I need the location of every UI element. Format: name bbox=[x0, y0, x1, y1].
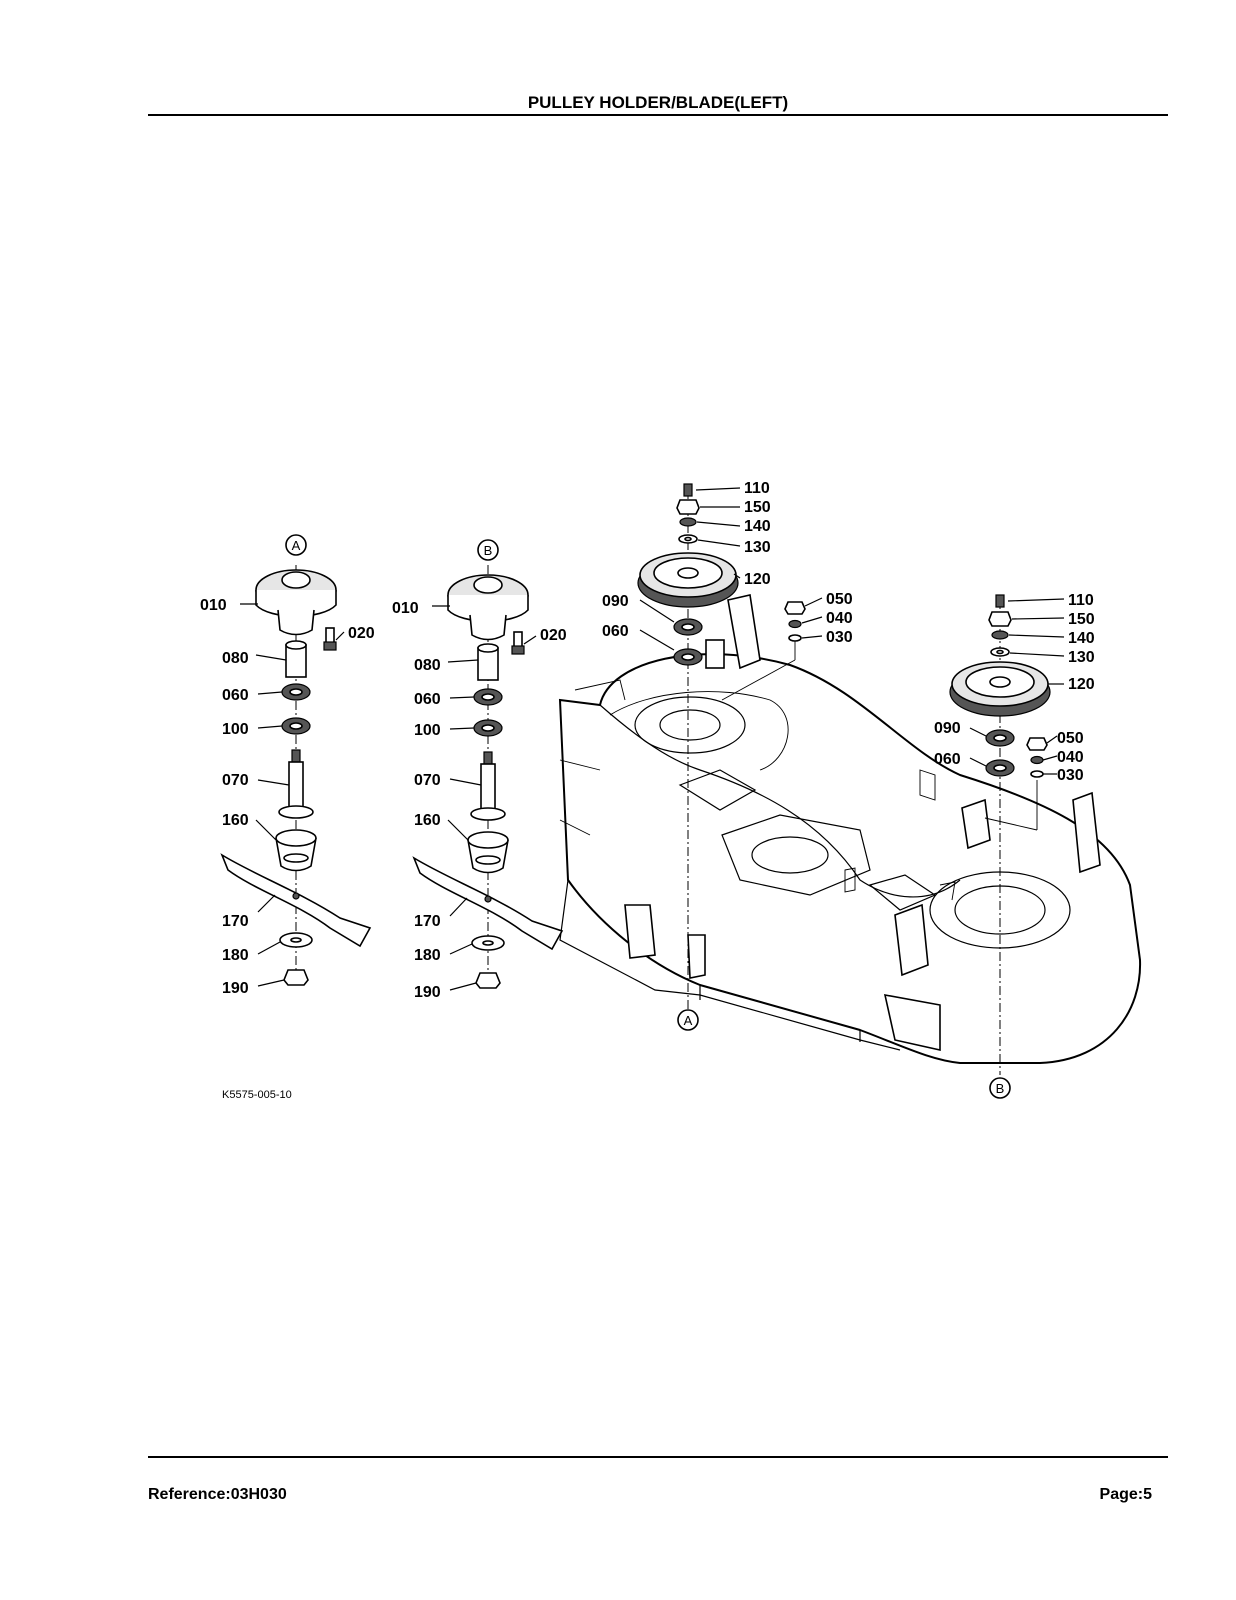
callout-c-060: 060 bbox=[602, 623, 629, 640]
callout-a-160: 160 bbox=[222, 812, 249, 829]
callout-d-110: 110 bbox=[1068, 592, 1094, 609]
assembly-b bbox=[412, 539, 564, 991]
mower-deck bbox=[558, 594, 1142, 1064]
callout-a-190: 190 bbox=[222, 980, 249, 997]
assembly-d bbox=[949, 594, 1065, 1099]
callouts-b: 010 020 080 060 100 070 160 170 180 190 bbox=[392, 600, 567, 1001]
callout-d-140: 140 bbox=[1068, 630, 1095, 647]
figure-code: K5575-005-10 bbox=[222, 1089, 292, 1101]
callout-a-060: 060 bbox=[222, 687, 249, 704]
callout-c-130: 130 bbox=[744, 539, 771, 556]
callout-c-150: 150 bbox=[744, 499, 771, 516]
callout-a-080: 080 bbox=[222, 650, 249, 667]
marker-a-deck: A bbox=[684, 1013, 693, 1028]
header-rule bbox=[148, 114, 1168, 116]
callout-c-110: 110 bbox=[744, 480, 770, 497]
callout-d-130: 130 bbox=[1068, 649, 1095, 666]
assembly-a bbox=[220, 534, 372, 987]
callout-b-060: 060 bbox=[414, 691, 441, 708]
callout-c-120: 120 bbox=[744, 571, 771, 588]
view-markers: A B A B bbox=[292, 538, 1005, 1096]
page-title: PULLEY HOLDER/BLADE(LEFT) bbox=[527, 93, 789, 112]
callout-a-180: 180 bbox=[222, 947, 249, 964]
callout-a-170: 170 bbox=[222, 913, 249, 930]
callout-c-040: 040 bbox=[826, 610, 853, 627]
page-number: Page:5 bbox=[1099, 1486, 1152, 1503]
marker-b-top: B bbox=[484, 543, 493, 558]
callout-b-080: 080 bbox=[414, 657, 441, 674]
callout-b-100: 100 bbox=[414, 722, 441, 739]
callout-d-030: 030 bbox=[1057, 767, 1084, 784]
callouts-c: 110 150 140 130 120 090 060 050 040 030 bbox=[602, 480, 853, 646]
callout-b-180: 180 bbox=[414, 947, 441, 964]
callout-b-160: 160 bbox=[414, 812, 441, 829]
callout-d-050: 050 bbox=[1057, 730, 1084, 747]
callout-b-010: 010 bbox=[392, 600, 419, 617]
reference-code: Reference:03H030 bbox=[148, 1486, 287, 1503]
callout-b-190: 190 bbox=[414, 984, 441, 1001]
callout-d-150: 150 bbox=[1068, 611, 1095, 628]
callout-a-010: 010 bbox=[200, 597, 227, 614]
callout-d-120: 120 bbox=[1068, 676, 1095, 693]
callout-c-140: 140 bbox=[744, 518, 771, 535]
callout-a-100: 100 bbox=[222, 721, 249, 738]
callouts-d: 110 150 140 130 120 090 060 050 040 030 bbox=[934, 592, 1095, 784]
callout-c-090: 090 bbox=[602, 593, 629, 610]
callout-d-090: 090 bbox=[934, 720, 961, 737]
callout-d-040: 040 bbox=[1057, 749, 1084, 766]
assembly-c bbox=[637, 483, 823, 1031]
callout-b-020: 020 bbox=[540, 627, 567, 644]
callout-d-060: 060 bbox=[934, 751, 961, 768]
callouts-a: 010 020 080 060 100 070 160 170 180 190 bbox=[200, 597, 375, 997]
callout-c-050: 050 bbox=[826, 591, 853, 608]
callout-b-170: 170 bbox=[414, 913, 441, 930]
callout-c-030: 030 bbox=[826, 629, 853, 646]
marker-a-top: A bbox=[292, 538, 301, 553]
callout-a-020: 020 bbox=[348, 625, 375, 642]
footer-rule bbox=[148, 1456, 1168, 1458]
callout-a-070: 070 bbox=[222, 772, 249, 789]
callout-b-070: 070 bbox=[414, 772, 441, 789]
marker-b-deck: B bbox=[996, 1081, 1005, 1096]
